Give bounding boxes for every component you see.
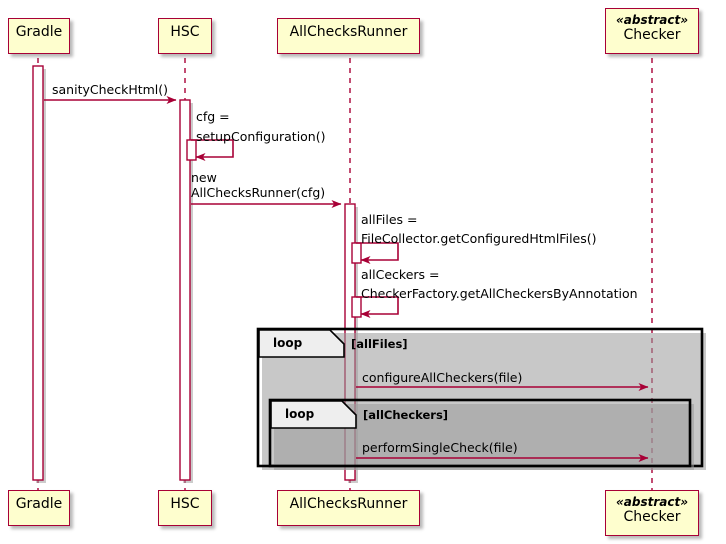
participant-bottom-checker[interactable]: «abstract» Checker	[605, 490, 699, 536]
message-label-configureAllCheckers: configureAllCheckers(file)	[362, 370, 523, 385]
message-label-setupConfiguration-line1: cfg =	[196, 109, 230, 124]
message-label-getAllCheckersByAnnotation-line2: CheckerFactory.getAllCheckersByAnnotatio…	[361, 286, 638, 301]
participant-bottom-hsc[interactable]: HSC	[158, 490, 212, 526]
participant-top-gradle-label: Gradle	[15, 24, 63, 40]
loop-inner-header-tab	[270, 400, 357, 429]
participant-top-hsc[interactable]: HSC	[158, 18, 212, 54]
activation-hsc	[179, 99, 191, 481]
loop-inner-operator-label: loop	[285, 407, 315, 421]
participant-bottom-gradle[interactable]: Gradle	[8, 490, 70, 526]
messages	[44, 96, 649, 462]
participant-top-gradle[interactable]: Gradle	[8, 18, 70, 54]
loop-inner-condition-label: [allCheckers]	[363, 408, 449, 422]
message-label-sanityCheckHtml: sanityCheckHtml()	[52, 82, 169, 97]
message-label-performSingleCheck: performSingleCheck(file)	[362, 440, 518, 455]
loop-outer-header-tab	[258, 329, 345, 358]
participant-bottom-gradle-label: Gradle	[15, 496, 63, 512]
participant-top-allchecksrunner[interactable]: AllChecksRunner	[277, 18, 420, 54]
message-label-getAllCheckersByAnnotation-line1: allCeckers =	[361, 267, 440, 282]
message-arrow-setupConfiguration	[191, 139, 234, 161]
participant-bottom-allchecksrunner-label: AllChecksRunner	[289, 496, 408, 512]
participant-top-checker-stereotype: «abstract»	[615, 13, 689, 27]
message-label-getConfiguredHtmlFiles-line2: FileCollector.getConfiguredHtmlFiles()	[361, 231, 597, 246]
message-label-newAllChecksRunner-line2: AllChecksRunner(cfg)	[191, 185, 326, 200]
message-label-setupConfiguration-line2: setupConfiguration()	[196, 129, 326, 144]
participant-bottom-allchecksrunner[interactable]: AllChecksRunner	[277, 490, 420, 526]
participant-bottom-checker-label: Checker	[623, 509, 681, 525]
message-arrow-getConfiguredHtmlFiles	[356, 242, 399, 264]
activation-runner-self-allfiles	[351, 242, 362, 264]
message-label-getConfiguredHtmlFiles-line1: allFiles =	[361, 212, 418, 227]
loop-outer-operator-label: loop	[273, 336, 303, 350]
loop-outer-condition-label: [allFiles]	[351, 337, 408, 351]
activation-runner-self-allcheckers	[351, 296, 362, 318]
message-label-newAllChecksRunner-line1: new	[191, 170, 217, 185]
participant-top-hsc-label: HSC	[170, 24, 200, 40]
loop-inner-frame	[268, 398, 692, 468]
participant-top-checker-label: Checker	[623, 27, 681, 43]
participant-top-allchecksrunner-label: AllChecksRunner	[289, 24, 408, 40]
message-arrow-getAllCheckersByAnnotation	[356, 296, 399, 318]
fragment-frames	[256, 327, 706, 470]
participant-bottom-checker-stereotype: «abstract»	[615, 495, 689, 509]
activation-hsc-self-cfg	[186, 139, 197, 161]
activation-gradle	[32, 65, 44, 481]
participant-bottom-hsc-label: HSC	[170, 496, 200, 512]
participant-top-checker[interactable]: «abstract» Checker	[605, 8, 699, 54]
